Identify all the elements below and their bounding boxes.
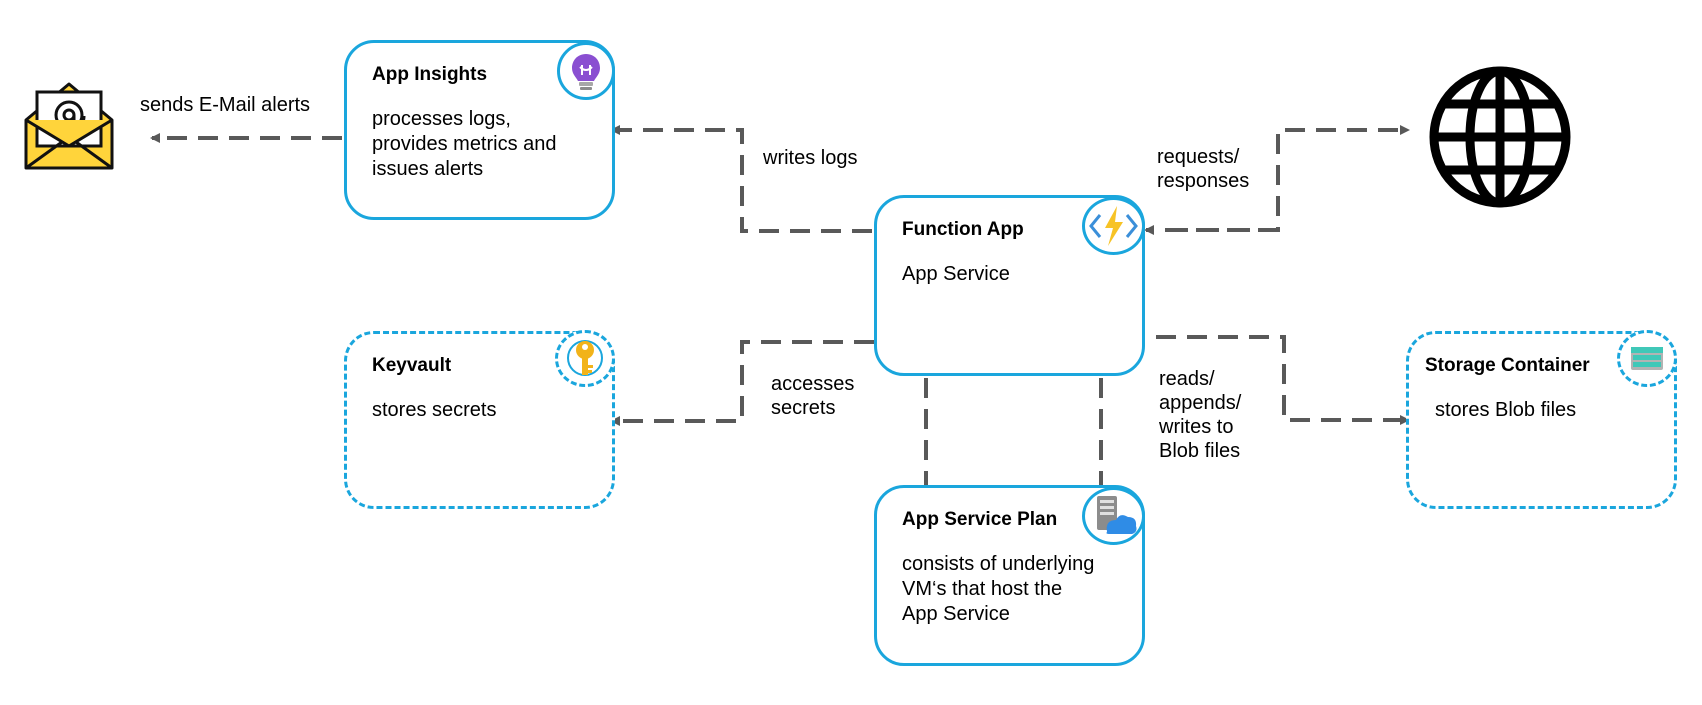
description-line: processes logs, bbox=[372, 108, 511, 130]
label-line: Blob files bbox=[1159, 440, 1241, 462]
label-line: writes to bbox=[1159, 416, 1234, 438]
edge-blob bbox=[1156, 335, 1410, 425]
label-line: sends E-Mail alerts bbox=[140, 94, 311, 116]
app-service-plan-title: App Service Plan bbox=[902, 509, 1058, 530]
label-line: writes logs bbox=[763, 147, 858, 169]
description-line: provides metrics and bbox=[372, 133, 557, 155]
label-line: reads/ bbox=[1159, 368, 1215, 390]
secrets-label: accesses secrets bbox=[771, 372, 854, 420]
globe-icon bbox=[1429, 66, 1571, 208]
storage-icon bbox=[1617, 330, 1677, 387]
label-line: secrets bbox=[771, 397, 836, 419]
lightbulb-icon bbox=[557, 42, 615, 100]
app-insights-title: App Insights bbox=[372, 64, 488, 85]
requests-label: requests/ responses bbox=[1157, 145, 1249, 193]
edge-requests-internet bbox=[1168, 125, 1410, 232]
blob-label: reads/ appends/ writes to Blob files bbox=[1159, 367, 1241, 463]
keyvault-description: stores secrets bbox=[372, 398, 496, 423]
function-app-description: App Service bbox=[902, 262, 1010, 287]
label-line: requests/ bbox=[1157, 146, 1240, 168]
email-envelope-icon bbox=[24, 82, 114, 170]
keyvault-title: Keyvault bbox=[372, 355, 452, 376]
label-line: appends/ bbox=[1159, 392, 1242, 414]
description-line: VM‘s that host the bbox=[902, 578, 1063, 600]
description-line: issues alerts bbox=[372, 158, 484, 180]
storage-container-title: Storage Container bbox=[1425, 355, 1590, 376]
app-insights-description: processes logs, provides metrics and iss… bbox=[372, 107, 557, 182]
edge-secrets bbox=[610, 340, 874, 426]
function-app-title: Function App bbox=[902, 219, 1024, 240]
key-icon bbox=[555, 330, 615, 387]
write-logs-label: writes logs bbox=[763, 146, 857, 170]
storage-container-description: stores Blob files bbox=[1435, 398, 1576, 423]
app-insights-node: App Insights processes logs, provides me… bbox=[344, 40, 615, 220]
label-line: responses bbox=[1157, 170, 1250, 192]
email-alerts-label: sends E-Mail alerts bbox=[140, 93, 310, 117]
lightning-code-icon bbox=[1082, 197, 1145, 255]
description-line: consists of underlying bbox=[902, 553, 1095, 575]
server-cloud-icon bbox=[1082, 487, 1145, 545]
description-line: App Service bbox=[902, 603, 1010, 625]
description-line: stores Blob files bbox=[1435, 399, 1577, 421]
description-line: stores secrets bbox=[372, 399, 497, 421]
label-line: accesses bbox=[771, 373, 855, 395]
edge-write-logs bbox=[610, 125, 872, 233]
app-service-plan-description: consists of underlying VM‘s that host th… bbox=[902, 552, 1094, 627]
description-line: App Service bbox=[902, 263, 1010, 285]
